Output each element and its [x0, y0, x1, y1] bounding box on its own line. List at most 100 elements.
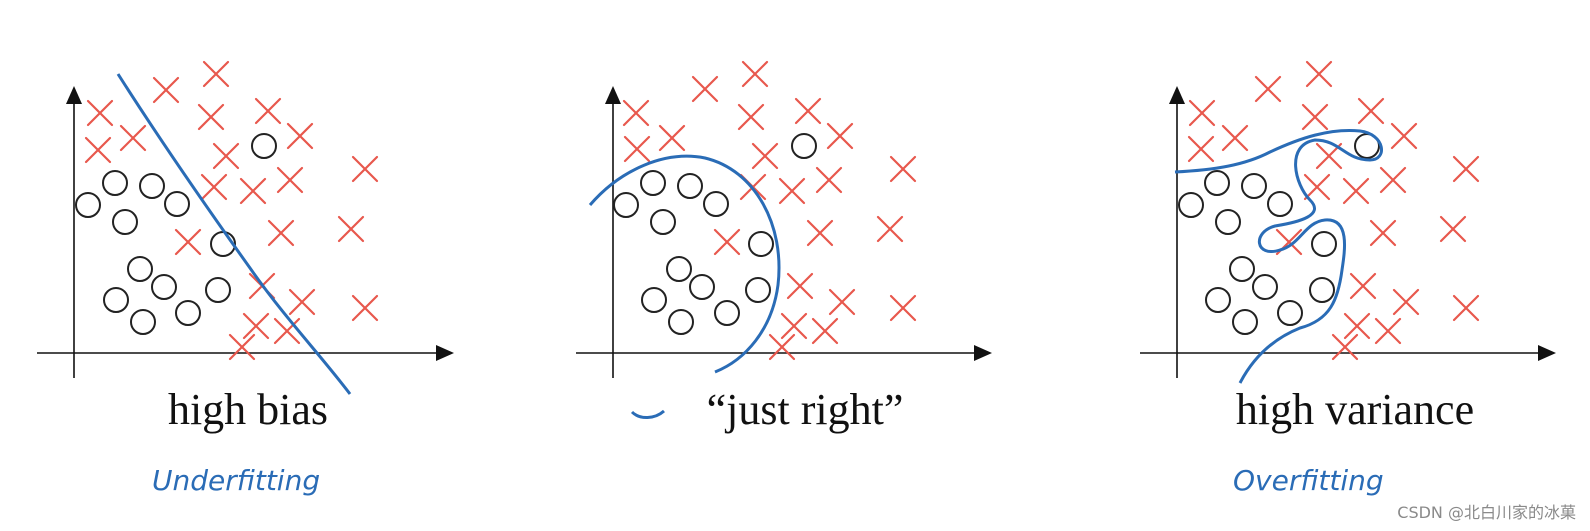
cross-marker [86, 99, 114, 127]
smile-mark-icon [630, 409, 665, 419]
cross-marker [276, 166, 304, 194]
cross-marker [658, 124, 686, 152]
cross-marker [780, 312, 808, 340]
cross-marker [741, 60, 769, 88]
cross-marker [1379, 166, 1407, 194]
cross-marker [286, 122, 314, 150]
cross-marker [1188, 99, 1216, 127]
cross-marker [1342, 177, 1370, 205]
cross-marker [288, 288, 316, 316]
curved-decision-boundary [588, 154, 781, 374]
cross-marker [242, 312, 270, 340]
circle-marker [748, 231, 774, 257]
circle-marker [613, 192, 639, 218]
cross-marker [806, 219, 834, 247]
cross-marker [1374, 317, 1402, 345]
cross-marker [337, 215, 365, 243]
circle-marker [75, 192, 101, 218]
cross-marker [876, 215, 904, 243]
cross-marker [1331, 333, 1359, 361]
cross-marker [174, 228, 202, 256]
cross-marker [623, 135, 651, 163]
cross-marker [737, 103, 765, 131]
cross-marker [768, 333, 796, 361]
cross-marker [254, 97, 282, 125]
circle-marker [666, 256, 692, 282]
circle-marker [151, 274, 177, 300]
cross-marker [713, 228, 741, 256]
circle-marker [1277, 300, 1303, 326]
circle-marker [127, 256, 153, 282]
caption-high-bias: high bias [168, 385, 328, 434]
circle-marker [1267, 191, 1293, 217]
cross-marker [202, 60, 230, 88]
handwritten-overfitting: Overfitting [1233, 464, 1384, 497]
cross-marker [1254, 75, 1282, 103]
cross-marker [212, 142, 240, 170]
circle-marker [112, 209, 138, 235]
circle-marker [102, 170, 128, 196]
cross-marker [622, 99, 650, 127]
cross-marker [826, 122, 854, 150]
axes [1140, 86, 1556, 378]
circle-marker [164, 191, 190, 217]
circle-marker [1309, 277, 1335, 303]
circle-marker [1229, 256, 1255, 282]
cross-marker [1343, 312, 1371, 340]
cross-marker [691, 75, 719, 103]
circle-marker [641, 287, 667, 313]
cross-marker [239, 177, 267, 205]
cross-marker [1221, 124, 1249, 152]
circle-marker [1232, 309, 1258, 335]
data-points [75, 60, 379, 361]
circle-marker [175, 300, 201, 326]
circle-marker [103, 287, 129, 313]
cross-marker [119, 124, 147, 152]
cross-marker [351, 294, 379, 322]
caption-just-right: “just right” [707, 385, 904, 434]
circle-marker [251, 133, 277, 159]
cross-marker [1301, 103, 1329, 131]
circle-marker [689, 274, 715, 300]
panel-high-variance: high variance Overfitting [1140, 60, 1556, 497]
cross-marker [197, 103, 225, 131]
cross-marker [1369, 219, 1397, 247]
watermark: CSDN @北白川家的冰菓 [1397, 503, 1576, 522]
linear-decision-boundary [116, 73, 352, 395]
circle-marker [745, 277, 771, 303]
cross-marker [786, 272, 814, 300]
cross-marker [152, 76, 180, 104]
cross-marker [1392, 288, 1420, 316]
circle-marker [1311, 231, 1337, 257]
circle-marker [640, 170, 666, 196]
cross-marker [1439, 215, 1467, 243]
axes [576, 86, 992, 378]
data-points [613, 60, 917, 361]
circle-marker [1215, 209, 1241, 235]
cross-marker [228, 333, 256, 361]
circle-marker [1241, 173, 1267, 199]
cross-marker [273, 317, 301, 345]
circle-marker [703, 191, 729, 217]
cross-marker [84, 136, 112, 164]
cross-marker [1452, 294, 1480, 322]
circle-marker [1178, 192, 1204, 218]
circle-marker [714, 300, 740, 326]
cross-marker [889, 155, 917, 183]
cross-marker [815, 166, 843, 194]
circle-marker [677, 173, 703, 199]
cross-marker [811, 317, 839, 345]
cross-marker [794, 97, 822, 125]
circle-marker [650, 209, 676, 235]
cross-marker [1357, 97, 1385, 125]
caption-high-variance: high variance [1236, 385, 1474, 434]
data-points [1178, 60, 1480, 361]
circle-marker [1204, 170, 1230, 196]
cross-marker [267, 219, 295, 247]
cross-marker [778, 177, 806, 205]
circle-marker [1252, 274, 1278, 300]
cross-marker [1305, 60, 1333, 88]
panel-just-right: “just right” [576, 60, 992, 434]
cross-marker [828, 288, 856, 316]
cross-marker [1187, 135, 1215, 163]
